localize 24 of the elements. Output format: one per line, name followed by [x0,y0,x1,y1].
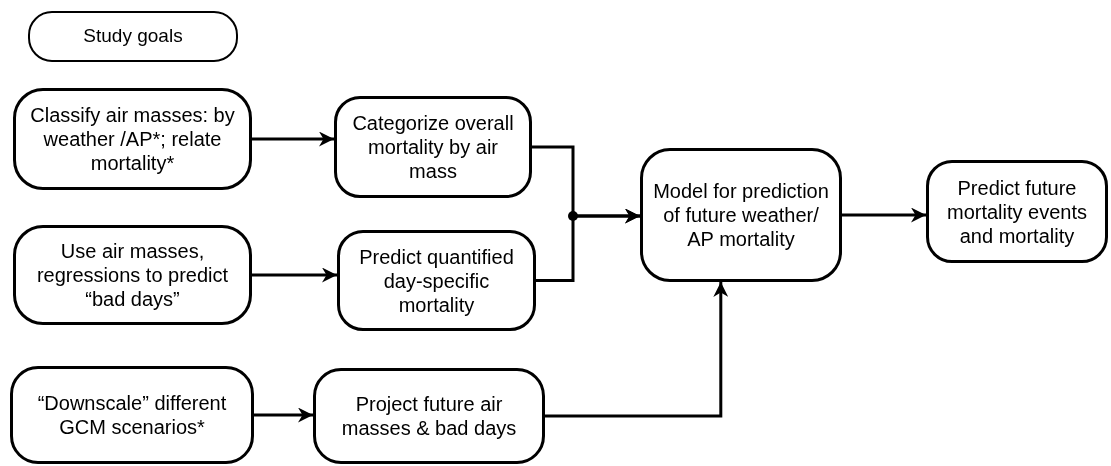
process-box [313,368,545,464]
arrow [545,282,729,418]
arrow [254,407,313,423]
node-text: Study goals [83,25,183,48]
node-text: Use air masses, regressions to predict “bad days” [35,239,230,311]
node-text: Predict future mortality events and mortality [945,175,1089,248]
process-box [926,160,1108,263]
process-box [337,230,536,331]
process-box [10,366,254,464]
node-text: Classify air masses: by weather /AP*; relate mortality* [29,103,236,175]
process-box [334,96,532,198]
node-text: Categorize overall mortality by air mass [351,111,515,183]
node-text: Predict quantified day-specific mortality [358,244,515,317]
node-text: Project future air masses & bad days [340,392,518,440]
arrow [252,267,337,283]
arrow [842,207,926,223]
process-box [13,225,252,325]
process-box [640,148,842,282]
node-text: Model for prediction of future weather/ AP mortality [652,179,830,251]
arrow [252,131,334,147]
arrow [536,208,640,282]
process-box [13,88,252,190]
goal-banner [28,11,238,62]
node-text: “Downscale” different GCM scenarios* [36,391,228,439]
